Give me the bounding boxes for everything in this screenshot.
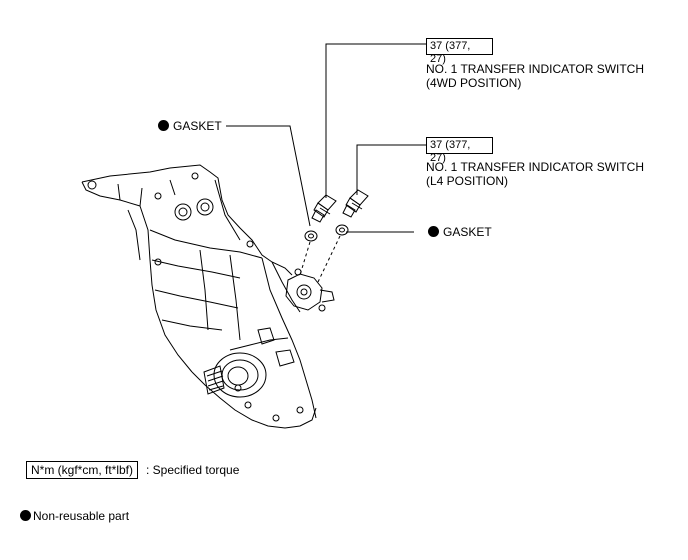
gasket-left-label: GASKET — [158, 119, 222, 133]
leader-l4-switch — [356, 144, 426, 195]
switch-4wd-name: NO. 1 TRANSFER INDICATOR SWITCH — [426, 62, 645, 76]
filled-circle-icon — [20, 510, 31, 521]
legend-torque-description: : Specified torque — [146, 463, 240, 477]
torque-overflow-l4: 27) — [430, 152, 446, 164]
torque-box-4wd: 37 (377, — [426, 38, 493, 55]
leader-4wd-switch — [325, 43, 426, 198]
transfer-case-housing — [81, 164, 335, 429]
torque-box-l4: 37 (377, — [426, 137, 493, 154]
leader-lines — [226, 43, 426, 233]
switch-l4-name: NO. 1 TRANSFER INDICATOR SWITCH — [426, 160, 645, 174]
torque-overflow-4wd: 27) — [430, 53, 446, 65]
switch-l4-position: (L4 POSITION) — [426, 174, 509, 188]
gasket-right-label: GASKET — [428, 225, 492, 239]
assembly-dashed-lines — [299, 235, 341, 283]
legend-non-reusable-text: Non-reusable part — [33, 509, 130, 523]
filled-circle-icon — [158, 120, 169, 131]
torque-value-4wd: 37 (377, — [430, 40, 471, 52]
gasket-left-text: GASKET — [173, 119, 222, 133]
switch-l4-part — [342, 189, 369, 218]
leader-gasket-left — [226, 125, 311, 227]
switch-4wd-position: (4WD POSITION) — [426, 76, 522, 90]
filled-circle-icon — [428, 226, 439, 237]
gasket-parts — [304, 224, 349, 242]
torque-value-l4: 37 (377, — [430, 139, 471, 151]
switch-4wd-part — [311, 194, 337, 223]
legend-torque-box: N*m (kgf*cm, ft*lbf) — [26, 461, 139, 479]
legend-non-reusable: Non-reusable part — [20, 509, 129, 523]
gasket-right-text: GASKET — [443, 225, 492, 239]
